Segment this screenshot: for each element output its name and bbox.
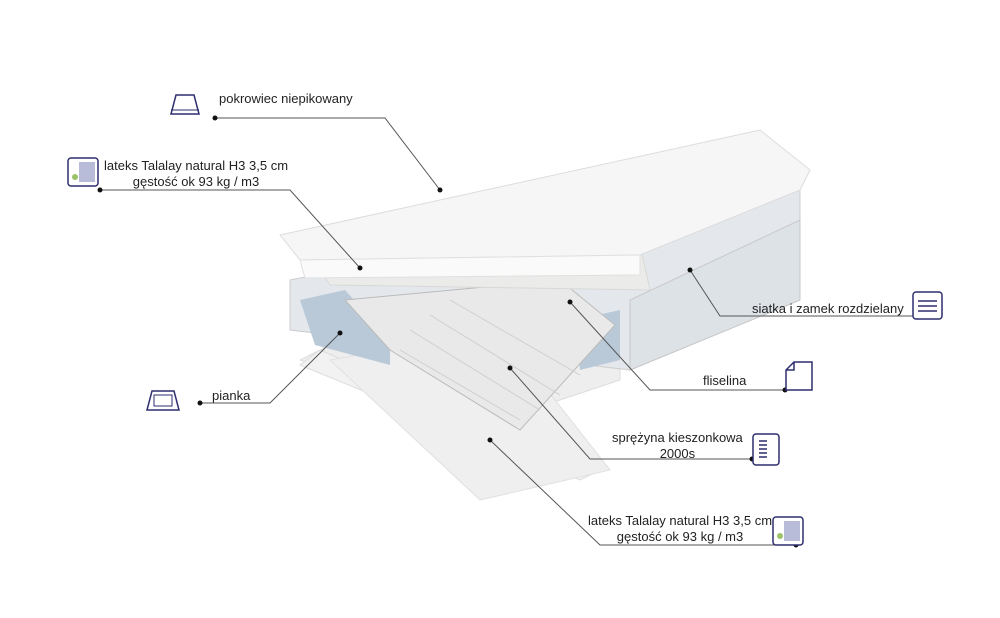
latex-icon (67, 157, 99, 187)
fleece-sheet-icon (785, 361, 813, 391)
label-fleece: fliselina (703, 373, 747, 388)
pocket-spring-icon (752, 433, 780, 466)
mattress-cover-icon (170, 94, 200, 115)
latex-icon (772, 516, 804, 546)
label-cover: pokrowiec niepikowany (219, 91, 353, 106)
foam-tray-icon (146, 390, 180, 411)
foam-block-left (300, 290, 390, 365)
zipper-mesh-icon (912, 291, 943, 320)
label-mesh-zip: siatka i zamek rozdzielany (752, 301, 904, 316)
label-foam: pianka (212, 388, 251, 403)
